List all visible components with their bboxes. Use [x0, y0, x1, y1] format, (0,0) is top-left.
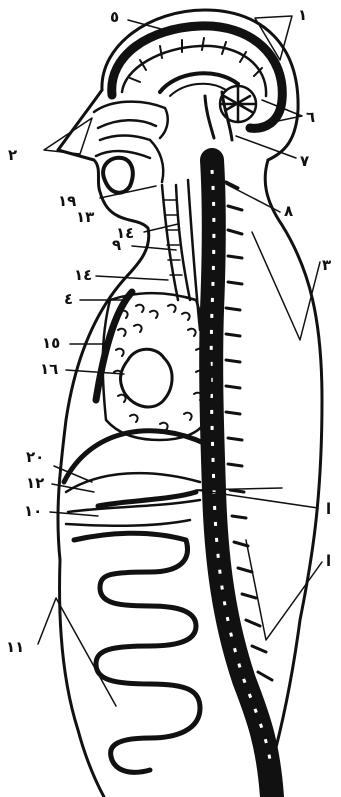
label-13: ١٣: [76, 208, 94, 226]
label-5: ٥: [110, 8, 119, 26]
label-19: ١٩: [58, 192, 76, 210]
label-12: ١٢: [26, 474, 44, 492]
label-1: ١: [298, 6, 307, 24]
label-7: ٧: [300, 152, 309, 170]
trachea-esophagus: [162, 180, 200, 330]
heart: [121, 349, 173, 407]
label-4: ٤: [64, 290, 73, 308]
brain: [112, 26, 283, 140]
label-11: ١١: [6, 638, 24, 656]
label-15: ١٥: [42, 334, 60, 352]
label-2: ٢: [8, 146, 17, 164]
label-6: ٦: [306, 108, 315, 126]
cerebellum: [220, 86, 256, 122]
label-20: ٢٠: [26, 448, 44, 466]
label-14b: ١٤: [74, 266, 92, 284]
nasal-oral-cavity: [94, 102, 168, 193]
label-8: ٨: [284, 202, 293, 220]
label-16: ١٦: [40, 360, 58, 378]
label-A: ا: [326, 500, 331, 518]
diaphragm: [64, 431, 209, 500]
label-3: ٣: [322, 256, 331, 274]
label-10: ١٠: [24, 502, 42, 520]
abdominal-organs: [66, 473, 200, 526]
label-9: ٩: [112, 236, 121, 254]
intestines: [74, 533, 200, 772]
label-B: ا: [326, 552, 331, 570]
